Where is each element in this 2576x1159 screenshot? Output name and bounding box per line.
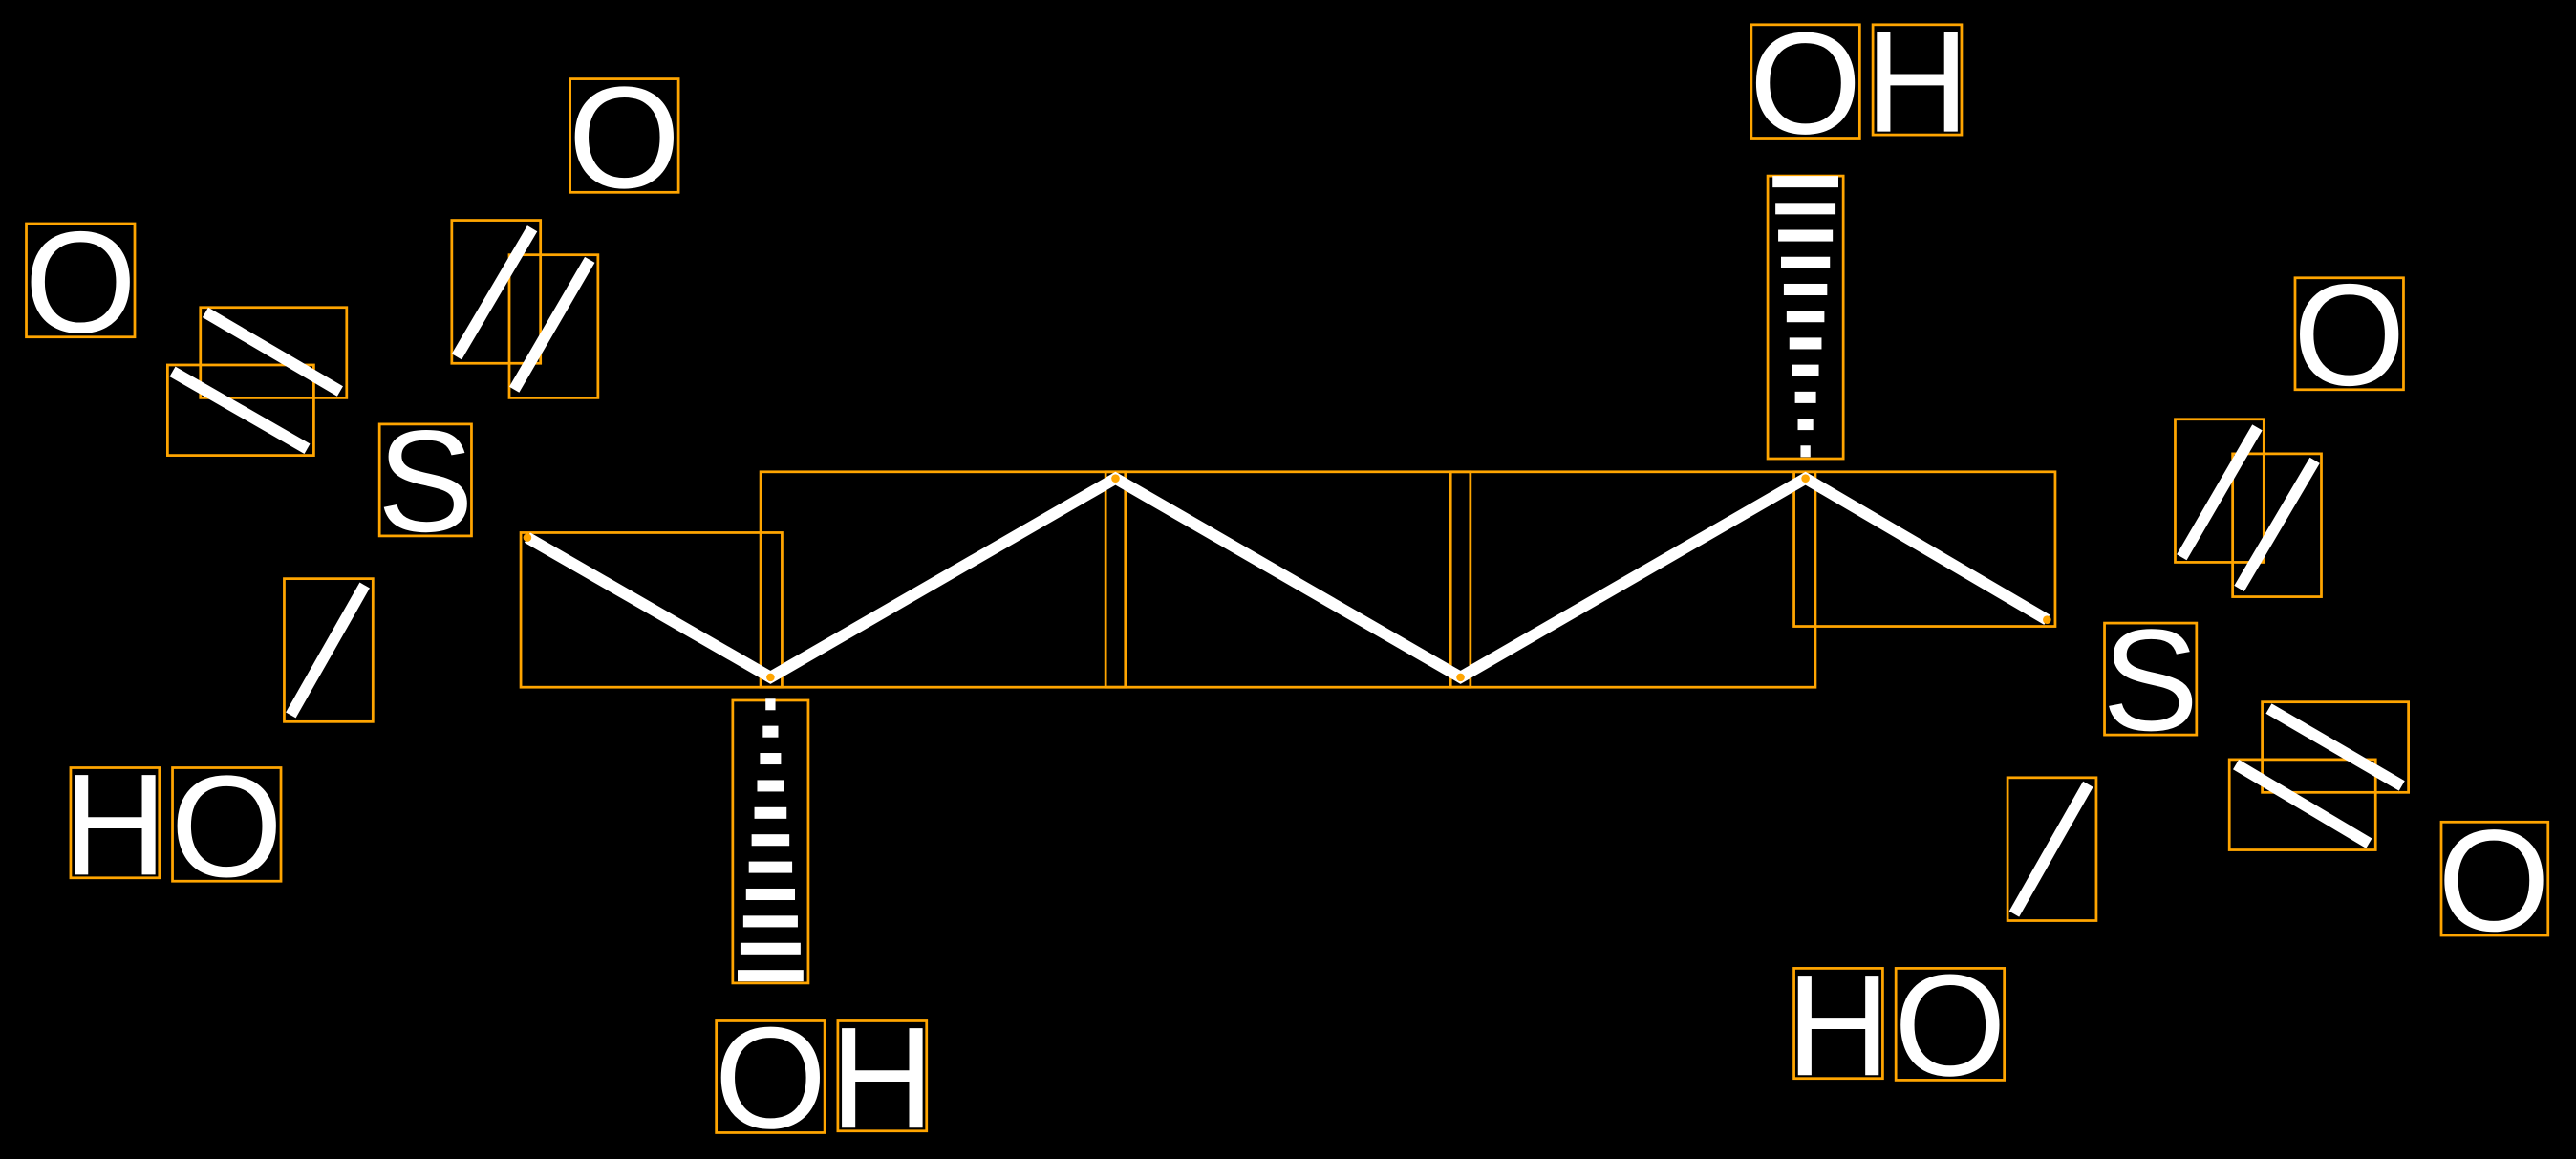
hash-segment [1783,283,1828,296]
atom-s: S [377,401,474,563]
hash-segment [1789,337,1822,350]
hash-segment [1800,445,1811,458]
hash-segment [1792,364,1819,376]
bonds [169,176,2405,982]
hash-segment [751,834,790,847]
s-right-double-bond-o-right [2265,703,2405,791]
hash-segment [738,970,804,982]
atom-h: H [63,744,167,906]
atom-o: O [2437,801,2550,962]
hash-segment [760,753,782,765]
atom-o: O [170,746,283,908]
atom-o: O [1750,3,1862,164]
hash-segment [754,806,787,819]
atom-o: O [569,57,681,219]
s-right-double-bond-o-top [2177,424,2263,561]
hash-segment [1778,229,1834,242]
atom-o: O [24,203,137,364]
hashed-wedge-bond-up [1772,176,1838,458]
s-left-double-bond-o-left-2 [169,366,311,454]
s-left-double-bond-o-left [202,307,343,397]
atom-s: S [2102,600,2199,762]
s-left-to-ho-bond [286,582,370,719]
s-left-double-bond-o-top-2 [508,256,595,393]
s-right-to-ho-bond [2008,781,2093,917]
atom-o: O [715,998,827,1159]
atom-h: H [1786,945,1890,1106]
hash-segment [1775,203,1836,215]
hash-segment [1786,311,1825,323]
atom-labels: O O S H O O H O H O S O H O [24,2,2549,1159]
hash-segment [765,698,776,711]
hash-segment [1794,391,1816,403]
hash-segment [757,780,784,792]
atom-h: H [1865,2,1969,163]
carbon-chain-bond [524,471,2050,684]
hash-segment [748,861,793,873]
hash-segment [745,888,796,901]
hash-segment [1772,176,1838,188]
s-right-double-bond-o-right-2 [2233,759,2372,848]
hash-segment [742,915,798,928]
s-left-double-bond-o-top [451,225,538,360]
atom-h: H [830,998,934,1159]
hashed-wedge-bond-down [738,698,804,982]
hash-segment [1780,256,1831,268]
atom-o: O [2293,255,2406,417]
hash-segment [1797,419,1814,431]
atom-anchor-dots [523,474,2051,682]
hash-segment [762,725,779,738]
annotation-boxes [25,23,2550,1134]
s-right-double-bond-o-top-2 [2234,457,2320,592]
atom-o: O [1894,945,2007,1106]
hash-segment [740,942,801,955]
